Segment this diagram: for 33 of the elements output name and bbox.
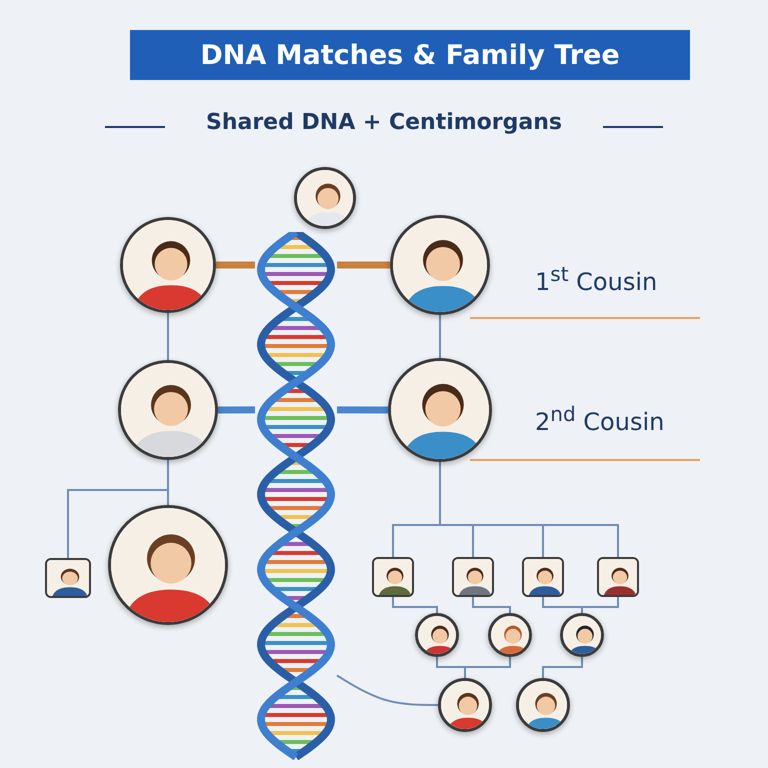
dna-helix-drawing — [255, 232, 337, 760]
person-portrait — [522, 557, 564, 597]
person-portrait — [516, 678, 570, 732]
person-portrait — [120, 217, 216, 313]
cousin-label: 1$^{st}$ Cousin — [535, 262, 658, 296]
person-portrait — [438, 678, 492, 732]
subtitle: Shared DNA + Centimorgans — [204, 110, 563, 135]
person-portrait — [45, 558, 91, 598]
cousin-label: 2$^{nd}$ Cousin — [535, 402, 664, 436]
person-portrait — [390, 215, 490, 315]
person-portrait — [118, 360, 218, 460]
connector-line — [336, 674, 438, 706]
person-portrait — [372, 557, 414, 597]
person-portrait — [560, 613, 604, 657]
connector-line — [167, 313, 169, 360]
person-portrait — [415, 613, 459, 657]
connector-line — [216, 262, 255, 268]
person-portrait — [452, 557, 494, 597]
person-portrait — [597, 557, 639, 597]
connector-line — [439, 315, 441, 358]
person-portrait — [108, 505, 228, 625]
connector-line — [581, 597, 619, 613]
title-banner: DNA Matches & Family Tree — [130, 30, 690, 80]
connector-line — [472, 597, 511, 613]
person-portrait — [388, 358, 492, 462]
connector-line — [464, 657, 511, 678]
person-portrait — [294, 167, 356, 229]
connector-line — [218, 406, 256, 414]
connector-line — [542, 657, 583, 678]
connector-line — [337, 262, 390, 268]
connector-line — [336, 406, 388, 414]
connector-line — [392, 597, 438, 613]
person-portrait — [488, 613, 532, 657]
